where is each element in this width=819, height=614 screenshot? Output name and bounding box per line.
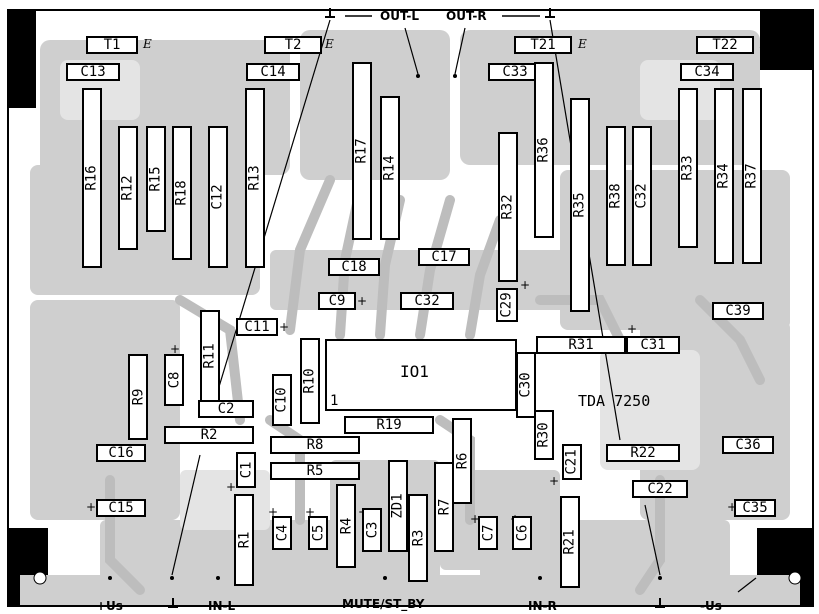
transistor-t21: T21 [514, 36, 572, 54]
resistor-r9: R9 [128, 354, 148, 440]
resistor-r19: R19 [344, 416, 434, 434]
resistor-r12: R12 [118, 126, 138, 250]
capacitor-c14: C14 [246, 63, 300, 81]
corner-tab [8, 10, 36, 108]
polarity-plus: + [170, 342, 181, 356]
resistor-r31: R31 [536, 336, 626, 354]
resistor-r5: R5 [270, 462, 360, 480]
resistor-r33: R33 [678, 88, 698, 248]
resistor-r3: R3 [408, 494, 428, 582]
capacitor-c22: C22 [632, 480, 688, 498]
emitter-mark: E [578, 37, 587, 51]
polarity-plus: + [627, 322, 638, 336]
capacitor-c8: C8 [164, 354, 184, 406]
capacitor-c29: C29 [496, 288, 518, 322]
resistor-r8: R8 [270, 436, 360, 454]
polarity-plus: + [268, 505, 279, 519]
capacitor-c6: C6 [512, 516, 532, 550]
capacitor-c9: C9 [318, 292, 356, 310]
emitter-mark: E [325, 37, 334, 51]
ic-part-label: TDA 7250 [578, 392, 651, 410]
transistor-t2: T2 [264, 36, 322, 54]
resistor-r30: R30 [534, 410, 554, 460]
capacitor-c17: C17 [418, 248, 470, 266]
out-r-label: OUT-R [446, 9, 487, 23]
ic-pin1-label: 1 [330, 393, 339, 409]
capacitor-c18: C18 [328, 258, 380, 276]
polarity-plus: + [357, 294, 368, 308]
ground-symbol [655, 598, 665, 608]
resistor-r18: R18 [172, 126, 192, 260]
polarity-plus: + [549, 474, 560, 488]
capacitor-c15: C15 [96, 499, 146, 517]
resistor-r11: R11 [200, 310, 220, 402]
polarity-plus: + [727, 500, 738, 514]
out-l-label: OUT-L [380, 9, 419, 23]
zener-zd1: ZD1 [388, 460, 408, 552]
capacitor-c16: C16 [96, 444, 146, 462]
capacitor-c13: C13 [66, 63, 120, 81]
resistor-r6: R6 [452, 418, 472, 504]
resistor-r22: R22 [606, 444, 680, 462]
in-l-label: IN-L [208, 599, 236, 613]
resistor-r2: R2 [164, 426, 254, 444]
ic-body [325, 339, 517, 411]
mute-standby-label: MUTE/ST_BY [342, 597, 425, 611]
transistor-t1: T1 [86, 36, 138, 54]
minus-us-label: -Us [700, 599, 722, 613]
capacitor-c34: C34 [680, 63, 734, 81]
polarity-plus: + [305, 505, 316, 519]
capacitor-c21: C21 [562, 444, 582, 480]
ground-symbol [545, 8, 555, 18]
resistor-r17: R17 [352, 62, 372, 240]
resistor-r14: R14 [380, 96, 400, 240]
capacitor-c3: C3 [362, 508, 382, 552]
resistor-r13: R13 [245, 88, 265, 268]
capacitor-c11: C11 [236, 318, 278, 336]
capacitor-c32: C32 [400, 292, 454, 310]
polarity-plus: + [86, 500, 97, 514]
resistor-r32: R32 [498, 132, 518, 282]
resistor-r36: R36 [534, 62, 554, 238]
ground-symbol [168, 598, 178, 608]
resistor-r10: R10 [300, 338, 320, 424]
resistor-r34: R34 [714, 88, 734, 264]
resistor-r35: R35 [570, 98, 590, 312]
plus-us-label: +Us [96, 599, 123, 613]
capacitor-c30: C30 [516, 352, 536, 418]
polarity-plus: + [226, 480, 237, 494]
capacitor-c31: C31 [626, 336, 680, 354]
resistor-r15: R15 [146, 126, 166, 232]
resistor-r7: R7 [434, 462, 454, 552]
capacitor-c12: C12 [208, 126, 228, 268]
transistor-t22: T22 [696, 36, 754, 54]
resistor-r21: R21 [560, 496, 580, 588]
resistor-r4: R4 [336, 484, 356, 568]
capacitor-c33: C33 [488, 63, 542, 81]
capacitor-c36: C36 [722, 436, 774, 454]
capacitor-c35: C35 [734, 499, 776, 517]
resistor-r16: R16 [82, 88, 102, 268]
capacitor-c1: C1 [236, 452, 256, 488]
emitter-mark: E [760, 37, 769, 51]
corner-tab [760, 10, 813, 70]
resistor-r38: R38 [606, 126, 626, 266]
emitter-mark: E [143, 37, 152, 51]
resistor-r37: R37 [742, 88, 762, 264]
capacitor-c5: C5 [308, 516, 328, 550]
polarity-plus: + [470, 512, 481, 526]
ic-name-label: IO1 [400, 362, 429, 381]
polarity-plus: + [279, 320, 290, 334]
resistor-r1: R1 [234, 494, 254, 586]
polarity-plus: + [520, 278, 531, 292]
ground-symbol [325, 8, 335, 18]
capacitor-c2: C2 [198, 400, 254, 418]
in-r-label: IN-R [528, 599, 557, 613]
capacitor-c4: C4 [272, 516, 292, 550]
capacitor-c10: C10 [272, 374, 292, 426]
capacitor-c7: C7 [478, 516, 498, 550]
capacitor-c32-vertical: C32 [632, 126, 652, 266]
capacitor-c39: C39 [712, 302, 764, 320]
